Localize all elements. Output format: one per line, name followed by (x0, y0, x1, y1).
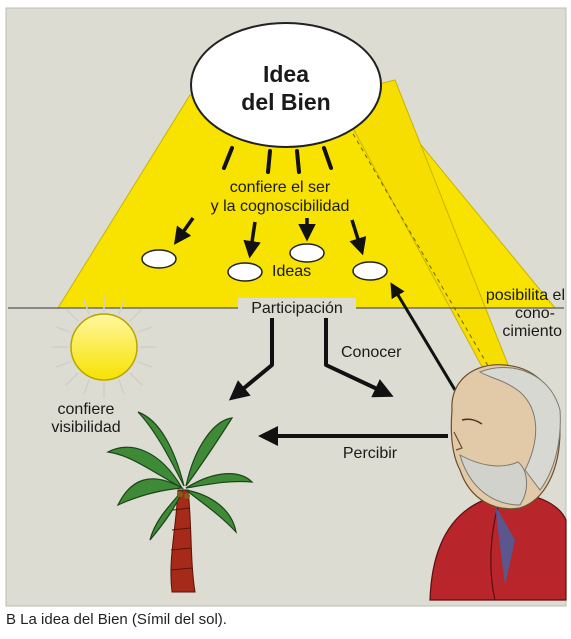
confers-being-line1: confiere el ser (230, 179, 331, 196)
idea-title-line2: del Bien (241, 89, 330, 115)
beam-dashed-line (344, 119, 506, 396)
idea-oval-1 (141, 249, 177, 269)
idea-oval-4 (352, 261, 388, 281)
confers-visibility-line1: confiere (58, 401, 115, 418)
emanation-rays (222, 146, 333, 174)
perceive-label: Percibir (343, 445, 398, 462)
enables-knowledge-line3: cimiento (502, 323, 562, 340)
participation-label: Participación (251, 300, 343, 317)
arrows-to-ideas (173, 216, 367, 259)
idea-oval-2 (227, 262, 263, 282)
know-label: Conocer (341, 344, 402, 361)
thinker-figure-icon (429, 364, 567, 601)
participation-label-bg (238, 298, 356, 318)
palm-tree-icon (106, 411, 254, 593)
sun-icon (52, 296, 156, 398)
idea-oval-3 (289, 243, 325, 263)
idea-title-line1: Idea (263, 61, 309, 87)
ideas-label: Ideas (272, 263, 311, 280)
confers-being-line2: y la cognoscibilidad (211, 198, 350, 215)
confers-visibility-line2: visibilidad (51, 419, 120, 436)
frame (5, 7, 567, 607)
enables-knowledge-line1: posibilita el (486, 287, 565, 304)
idea-oval-icon (190, 22, 382, 148)
know-arrow (390, 282, 457, 391)
participation-arrows (228, 318, 394, 401)
idea-ovals (141, 243, 388, 282)
figure-caption: B La idea del Bien (Símil del sol). (6, 611, 227, 628)
enables-knowledge-line2: cono- (515, 305, 555, 322)
